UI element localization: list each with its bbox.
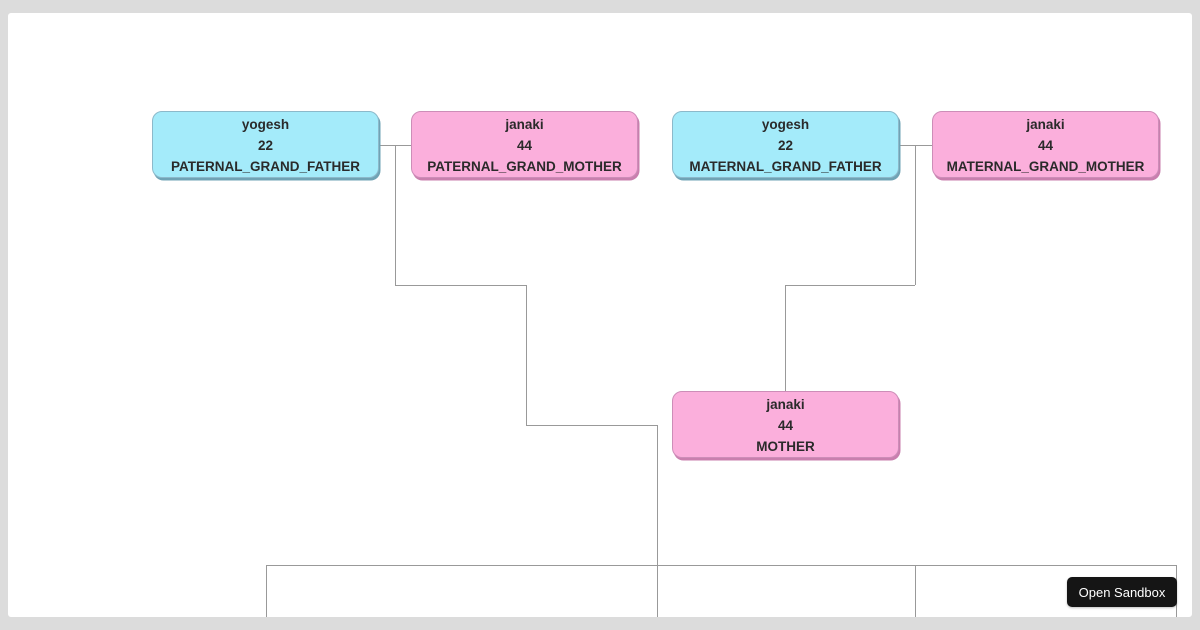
- connector-segment: [785, 285, 786, 391]
- node-maternal-grand-mother[interactable]: janaki 44 MATERNAL_GRAND_MOTHER: [932, 111, 1159, 178]
- node-maternal-grand-father[interactable]: yogesh 22 MATERNAL_GRAND_FATHER: [672, 111, 899, 178]
- connector-segment: [785, 285, 915, 286]
- person-name: janaki: [766, 397, 805, 412]
- person-age: 44: [777, 418, 794, 433]
- connector-children-bus: [266, 565, 1176, 566]
- node-mother[interactable]: janaki 44 MOTHER: [672, 391, 899, 458]
- node-paternal-grand-mother[interactable]: janaki 44 PATERNAL_GRAND_MOTHER: [411, 111, 638, 178]
- person-relation: MOTHER: [756, 439, 815, 454]
- node-paternal-grand-father[interactable]: yogesh 22 PATERNAL_GRAND_FATHER: [152, 111, 379, 178]
- connector-child-drop: [266, 565, 267, 617]
- connector-child-drop: [915, 565, 916, 617]
- person-relation: PATERNAL_GRAND_FATHER: [170, 159, 360, 174]
- connector-segment: [915, 145, 916, 285]
- connector-segment: [395, 285, 526, 286]
- person-age: 22: [257, 138, 274, 153]
- person-age: 44: [516, 138, 533, 153]
- person-name: yogesh: [241, 117, 290, 132]
- open-sandbox-button[interactable]: Open Sandbox: [1067, 577, 1177, 607]
- person-name: yogesh: [761, 117, 810, 132]
- person-age: 44: [1037, 138, 1054, 153]
- connector-segment: [395, 145, 396, 285]
- person-age: 22: [777, 138, 794, 153]
- person-relation: MATERNAL_GRAND_FATHER: [689, 159, 882, 174]
- connector-segment: [526, 425, 657, 426]
- person-relation: MATERNAL_GRAND_MOTHER: [946, 159, 1145, 174]
- connector-segment: [526, 285, 527, 425]
- person-name: janaki: [505, 117, 544, 132]
- connector-segment: [657, 425, 658, 617]
- person-name: janaki: [1026, 117, 1065, 132]
- person-relation: PATERNAL_GRAND_MOTHER: [427, 159, 622, 174]
- family-tree-canvas: yogesh 22 PATERNAL_GRAND_FATHER janaki 4…: [8, 13, 1192, 617]
